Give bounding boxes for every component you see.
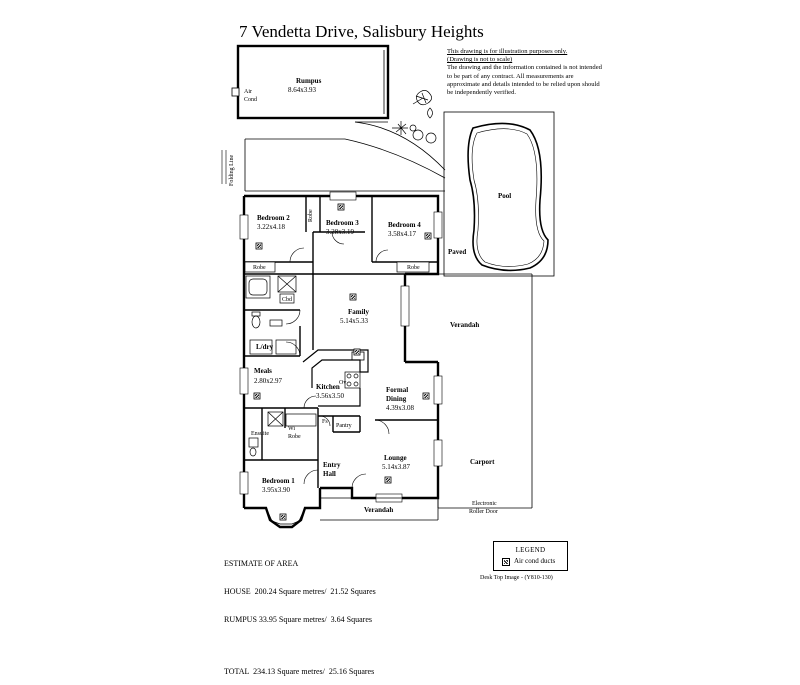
legend-item-label: Air cond ducts [514, 557, 556, 565]
estimate-heading: ESTIMATE OF AREA [224, 559, 299, 569]
bedroom3-name: Bedroom 3 [326, 219, 359, 227]
kitchen-dims: 3.56x3.50 [316, 392, 345, 400]
lounge-name: Lounge [384, 454, 407, 462]
fittings [244, 261, 430, 457]
air-duct-icon [502, 558, 510, 566]
bay-window [267, 511, 304, 525]
outdoor-structures [320, 273, 533, 521]
floor-plan: Rumpus 8.64x3.93 Air Cond Folding Line P… [221, 44, 555, 529]
family-dims: 5.14x5.33 [340, 317, 369, 325]
entry-hall-name-2: Hall [323, 470, 336, 478]
kitchen-name: Kitchen [316, 383, 340, 391]
formal-dining-name-2: Dining [386, 395, 407, 403]
air-cond-label-2: Cond [244, 97, 257, 103]
pool-area: Pool Paved [443, 111, 555, 277]
ensuite-label: Ensuite [251, 431, 269, 437]
bedroom4-dims: 3.58x4.17 [388, 230, 417, 238]
pool-label: Pool [498, 192, 511, 200]
outdoor-labels: Verandah Carport Verandah Electronic Rol… [364, 321, 498, 515]
verandah-front-label: Verandah [364, 506, 393, 514]
wi-label: Wi [288, 426, 295, 432]
family-name: Family [348, 308, 369, 316]
legend-title: LEGEND [515, 546, 546, 554]
area-estimate: ESTIMATE OF AREA HOUSE 200.24 Square met… [224, 541, 376, 685]
bedroom3-dims: 3.28x3.19 [326, 228, 355, 236]
folding-line: Folding Line [221, 150, 235, 186]
bedroom1-name: Bedroom 1 [262, 477, 295, 485]
room-labels: Bedroom 2 3.22x4.18 Bedroom 3 3.28x3.19 … [254, 214, 421, 494]
folding-line-label: Folding Line [229, 154, 235, 186]
fridge-space-label: Fs [322, 419, 328, 425]
small-labels: Robe Robe Robe Cbd L/dry Ov Ensuite Wi R… [251, 209, 420, 440]
robe-label-bed4: Robe [407, 265, 420, 271]
formal-dining-dims: 4.39x3.08 [386, 404, 415, 412]
oven-label: Ov [339, 380, 346, 386]
ldry-label: L/dry [256, 343, 274, 351]
rumpus-dims: 8.64x3.93 [288, 86, 317, 94]
bedroom4-name: Bedroom 4 [388, 221, 421, 229]
interior-walls [244, 196, 438, 488]
air-cond-label-1: Air [244, 89, 252, 95]
verandah-rear-label: Verandah [450, 321, 479, 329]
estimate-rumpus: RUMPUS 33.95 Square metres/ 3.64 Squares [224, 614, 372, 624]
disclaimer-line-1: This drawing is for illustration purpose… [447, 48, 568, 55]
disclaimer-body: The drawing and the information containe… [447, 64, 602, 97]
doors [285, 231, 390, 489]
robe-label-bed3: Robe [308, 209, 314, 222]
roller-door-label-1: Electronic [472, 501, 497, 507]
legend-box: LEGEND Air cond ducts [493, 541, 568, 571]
bedroom2-name: Bedroom 2 [257, 214, 290, 222]
disclaimer: This drawing is for illustration purpose… [447, 48, 607, 97]
paved-label: Paved [448, 248, 466, 256]
bedroom1-dims: 3.95x3.90 [262, 486, 291, 494]
garden-path [244, 121, 446, 192]
estimate-total: TOTAL 234.13 Square metres/ 25.16 Square… [224, 666, 375, 676]
carport-label: Carport [470, 458, 495, 466]
rumpus-name: Rumpus [296, 77, 322, 85]
bedroom2-dims: 3.22x4.18 [257, 223, 286, 231]
garden-plants [392, 90, 437, 144]
disclaimer-line-2: (Drawing is not to scale) [447, 56, 513, 64]
formal-dining-name-1: Formal [386, 386, 408, 394]
lounge-dims: 5.14x3.87 [382, 463, 411, 471]
footer-reference: Desk Top Image - (Y810-130) [480, 575, 553, 581]
robe-label-bed2: Robe [253, 265, 266, 271]
entry-hall-name-1: Entry [323, 461, 341, 469]
rumpus-room: Rumpus 8.64x3.93 Air Cond [231, 44, 390, 120]
roller-door-label-2: Roller Door [469, 509, 498, 515]
pantry-label: Pantry [336, 423, 352, 429]
robe-label-bed1: Robe [288, 434, 301, 440]
meals-name: Meals [254, 367, 272, 375]
estimate-house: HOUSE 200.24 Square metres/ 21.52 Square… [224, 587, 376, 597]
cbd-label: Cbd [282, 297, 292, 303]
meals-dims: 2.80x2.97 [254, 377, 283, 385]
page-title: 7 Vendetta Drive, Salisbury Heights [239, 22, 484, 41]
